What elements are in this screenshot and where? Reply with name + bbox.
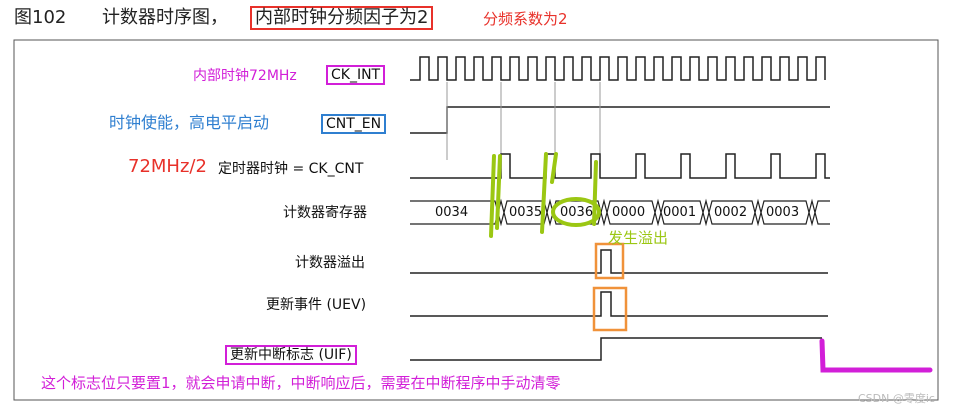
uev-highlight [592,286,628,332]
ck-int-label: CK_INT [326,65,386,85]
counter-value: 0001 [663,205,697,220]
ck-cnt-waveform [410,153,830,179]
ck-int-waveform [410,56,826,81]
counter-value: 0035 [509,205,543,220]
clear-flag-mark [819,338,933,373]
uev-waveform [410,291,828,317]
ck-cnt-note: 72MHz/2 [128,156,207,177]
counter-value: 0002 [714,205,748,220]
counter-value: 0000 [612,205,646,220]
uev-label: 更新事件 (UEV) [266,297,367,313]
figure-caption: 计数器时序图， [102,7,228,28]
counter-value: 0003 [766,205,800,220]
uif-waveform [410,337,822,361]
overflow-highlight [594,242,625,280]
watermark: CSDN @零度ic [858,392,935,405]
ck-cnt-label: 定时器时钟 = CK_CNT [218,161,364,177]
green-annotation-marks [489,152,601,238]
cnt-en-note: 时钟使能，高电平启动 [109,113,270,132]
uif-label: 更新中断标志 (UIF) [225,345,357,365]
caption-highlight: 内部时钟分频因子为2 [250,6,434,30]
cnt-en-waveform [410,106,830,134]
counter-overflow-label: 计数器溢出 [295,255,365,271]
figure-number: 图102 [14,7,67,28]
divider-note: 分频系数为2 [483,10,568,28]
ck-int-note: 内部时钟72MHz [193,68,297,84]
cnt-en-label: CNT_EN [321,114,387,134]
overflow-waveform [410,249,828,274]
counter-register-label: 计数器寄存器 [283,205,367,221]
counter-bus [410,198,830,227]
counter-value: 0034 [435,205,469,220]
bottom-note: 这个标志位只要置1，就会申请中断，中断响应后，需要在中断程序中手动清零 [41,374,561,392]
diagram-frame [13,39,939,401]
counter-value: 0036 [560,205,594,220]
overflow-note: 发生溢出 [608,229,669,247]
